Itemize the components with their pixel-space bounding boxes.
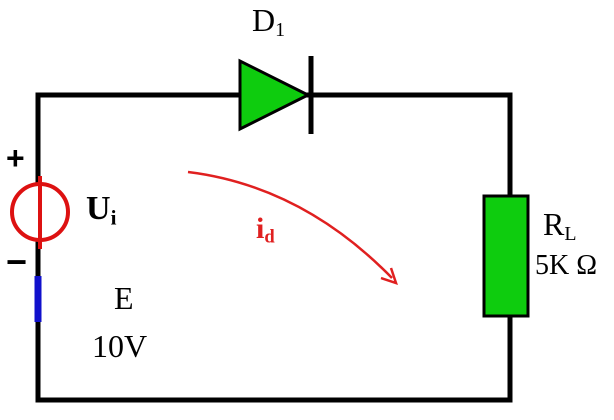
- current-label: id: [256, 214, 275, 247]
- source-plus-label: +: [6, 140, 25, 176]
- load-resistor-label: RL: [543, 208, 576, 245]
- source-minus-label: −: [6, 241, 28, 282]
- current-arrow: [187, 170, 393, 279]
- current-arrowhead-icon: [380, 267, 398, 285]
- emf-label: E: [114, 280, 134, 316]
- load-resistor-base: R: [543, 206, 565, 242]
- input-voltage-base: U: [86, 190, 111, 227]
- input-voltage-label: Ui: [86, 192, 116, 228]
- diode-label-sub: 1: [275, 18, 286, 41]
- input-voltage-sub: i: [110, 205, 117, 230]
- current-label-base: i: [256, 212, 265, 245]
- diode-label: D1: [252, 4, 285, 41]
- load-resistor-rect: [482, 194, 530, 318]
- emf-value-label: 10V: [92, 328, 148, 364]
- load-resistor-sub: L: [564, 222, 577, 245]
- current-label-sub: d: [264, 226, 275, 248]
- diode-triangle-icon: [238, 58, 312, 132]
- diode-label-base: D: [252, 2, 276, 38]
- resistor-value-label: 5K Ω: [535, 250, 598, 281]
